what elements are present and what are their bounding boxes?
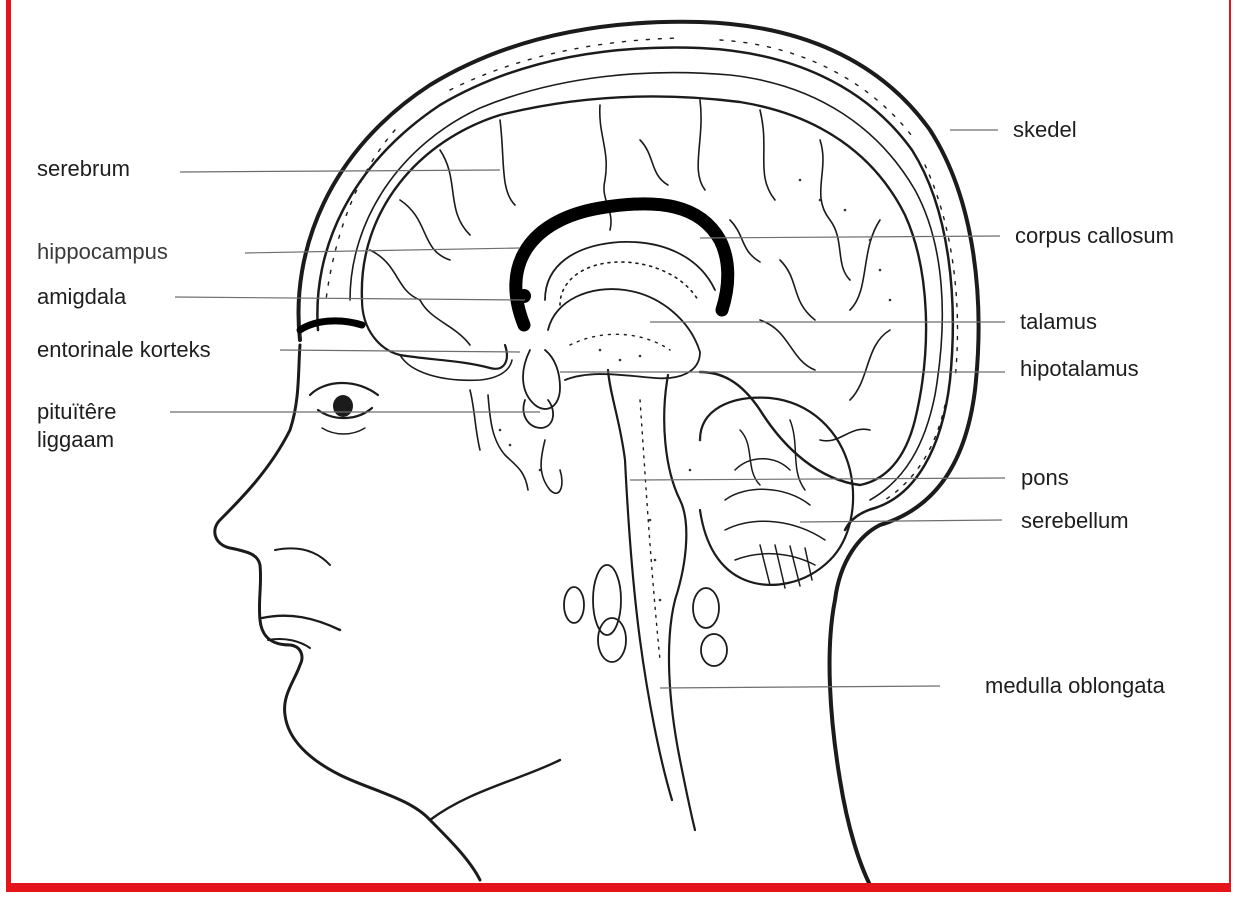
label-liggaam: liggaam: [37, 428, 114, 452]
nostril: [275, 548, 330, 565]
label-pons: pons: [1021, 466, 1069, 490]
bottom-border: [6, 883, 1231, 892]
label-medulla-oblongata: medulla oblongata: [985, 674, 1165, 698]
label-hippocampus: hippocampus: [37, 240, 168, 264]
cervical-vertebrae: [564, 565, 727, 666]
label-talamus: talamus: [1020, 310, 1097, 334]
label-amigdala: amigdala: [37, 285, 126, 309]
cerebellum-outline: [700, 398, 853, 585]
label-entorinale-korteks: entorinale korteks: [37, 338, 211, 362]
hypothalamus-outline: [523, 350, 560, 409]
leader-lines-left: [170, 170, 540, 412]
cerebrum-outline: [362, 96, 926, 485]
skull-bone-pattern: [326, 38, 957, 500]
label-serebrum: serebrum: [37, 157, 130, 181]
eyebrow: [300, 321, 362, 330]
pituitary-gland: [524, 400, 554, 428]
frontal-lobe-base: [362, 300, 507, 369]
cerebral-gyri: [370, 100, 890, 441]
stipple-dots: [499, 179, 892, 602]
skull-inner: [317, 48, 952, 530]
face-profile: [215, 345, 480, 880]
fornix-knob: [517, 289, 531, 303]
cerebellum-folia: [725, 420, 825, 588]
skull-outer: [299, 22, 979, 885]
eye: [310, 383, 378, 395]
spinal-cord: [664, 375, 695, 830]
lips: [262, 616, 340, 630]
brainstem: [608, 370, 672, 800]
label-corpus-callosum: corpus callosum: [1015, 224, 1174, 248]
meninges-line: [350, 73, 942, 500]
label-serebellum: serebellum: [1021, 509, 1129, 533]
label-skedel: skedel: [1013, 118, 1077, 142]
label-hipotalamus: hipotalamus: [1020, 357, 1139, 381]
jaw-line: [430, 760, 560, 820]
label-pituitere: pituïtêre: [37, 400, 117, 424]
nasal-cavity: [470, 390, 562, 493]
